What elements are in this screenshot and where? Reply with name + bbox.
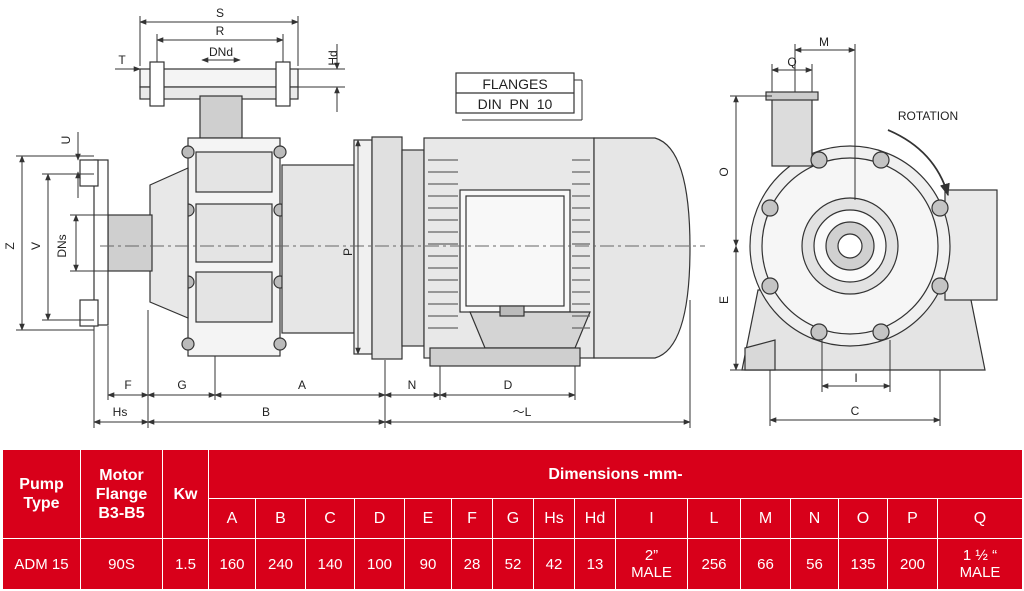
cell-o: 135 [838,538,888,590]
rotation-label: ROTATION [898,109,958,123]
column-header-row: A B C D E F G Hs Hd I L M N O P Q [3,498,1023,539]
cell-e: 90 [404,538,452,590]
col-e: E [404,498,452,539]
cell-a: 160 [208,538,256,590]
dim-label-dnd: DNd [209,45,233,59]
dim-label-p: P [341,248,355,256]
cell-n: 56 [790,538,839,590]
col-b: B [255,498,306,539]
dim-label-hd: Hd [326,50,340,65]
dim-label-e: E [717,296,731,304]
flanges-title: FLANGES [482,76,547,92]
dim-label-s: S [216,6,224,20]
cell-f: 28 [451,538,493,590]
dim-label-r: R [216,24,225,38]
cell-hd: 13 [574,538,616,590]
cell-c: 140 [305,538,355,590]
cell-motor-flange: 90S [80,538,163,590]
cell-i: 2” MALE [615,538,688,590]
dim-label-n: N [408,378,417,392]
cell-p: 200 [887,538,938,590]
col-hd: Hd [574,498,616,539]
dim-label-t: T [118,53,126,67]
dim-label-i: I [854,371,857,385]
front-view [741,91,998,371]
dim-label-o: O [717,167,731,176]
dimension-labels: S R DNd T Hd U Z V DNs P F G A N D Hs B … [3,6,958,419]
col-f: F [451,498,493,539]
flanges-box [455,72,583,121]
dim-label-f: F [124,378,131,392]
col-n: N [790,498,839,539]
header-motor-flange: Motor Flange B3-B5 [80,449,163,539]
col-i: I [615,498,688,539]
col-a: A [208,498,256,539]
cell-m: 66 [740,538,791,590]
flanges-standard: DIN PN 10 [478,96,553,112]
header-dimensions: Dimensions -mm- [208,449,1023,499]
dim-label-hs: Hs [113,405,128,419]
dim-label-dns: DNs [55,234,69,257]
rotation-arrow [887,129,950,197]
dim-label-d: D [504,378,513,392]
motor-fins [428,159,590,329]
dim-label-l: ～L [513,405,532,419]
pump-drawing: S R DNd T Hd U Z V DNs P F G A N D Hs B … [3,6,998,428]
col-l: L [687,498,741,539]
side-view [79,61,691,367]
front-bolts [761,151,949,341]
cell-q: 1 ½ “ MALE [937,538,1023,590]
side-dimension-lines [16,16,691,428]
cell-b: 240 [255,538,306,590]
col-p: P [887,498,938,539]
dim-label-u: U [59,136,73,145]
dim-label-c: C [851,404,860,418]
dim-label-z: Z [3,242,17,249]
dim-label-b: B [262,405,270,419]
cell-pump-type: ADM 15 [2,538,81,590]
col-c: C [305,498,355,539]
col-q: Q [937,498,1023,539]
col-m: M [740,498,791,539]
dimensions-table: Pump Type Motor Flange B3-B5 Kw Dimensio… [2,449,1023,590]
col-o: O [838,498,888,539]
table-row: ADM 15 90S 1.5 160 240 140 100 90 28 52 … [2,538,1023,590]
col-d: D [354,498,405,539]
dim-label-v: V [29,242,43,250]
cell-kw: 1.5 [162,538,209,590]
cell-l: 256 [687,538,741,590]
front-dimension-lines [730,44,941,426]
dim-label-q: Q [787,55,796,69]
col-hs: Hs [533,498,575,539]
header-kw: Kw [162,449,209,539]
cell-d: 100 [354,538,405,590]
col-g: G [492,498,534,539]
dim-label-g: G [177,378,186,392]
cell-g: 52 [492,538,534,590]
header-pump-type: Pump Type [2,449,81,539]
dim-label-a: A [298,378,306,392]
dim-label-m: M [819,35,829,49]
cell-hs: 42 [533,538,575,590]
